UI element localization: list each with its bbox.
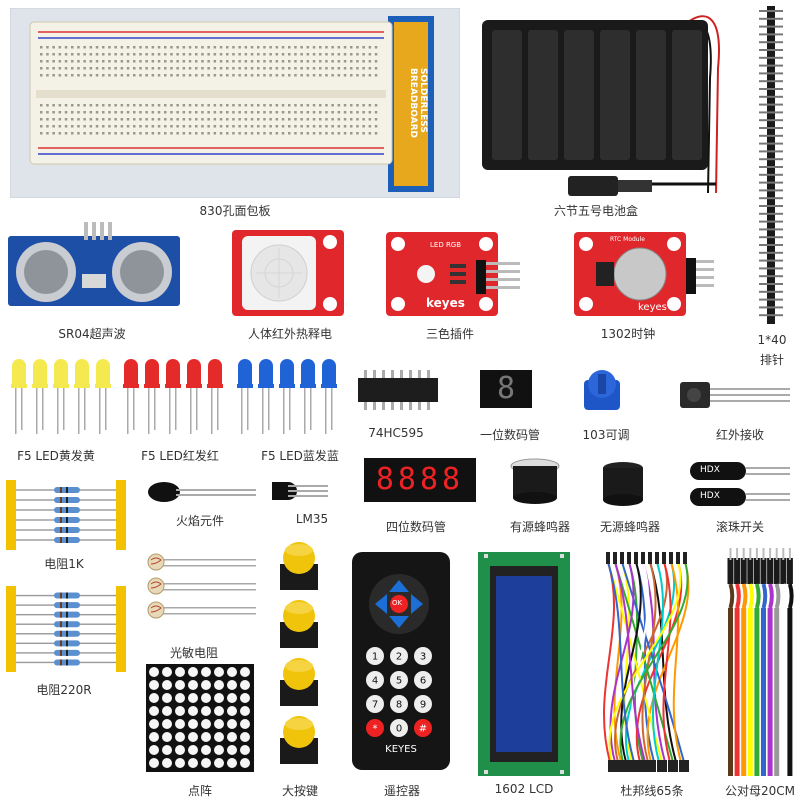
resistors-220r [6,586,126,672]
active-buzzer [508,456,562,508]
label-led-yellow: F5 LED黄发黄 [17,449,95,463]
remote-key-9 [414,695,432,713]
remote-key-label: 3 [420,652,426,663]
ribbon-wires [724,548,796,776]
label-resistor-220r: 电阻220R [36,683,92,697]
rgb-module-print: LED RGB [430,241,462,249]
push-buttons [276,540,322,780]
ir-remote: 1 2 3 4 5 6 7 8 9 * 0 # OK KEYES [352,552,450,770]
dot-matrix [146,664,254,772]
label-remote: 遥控器 [383,784,421,798]
remote-key-label: 1 [372,652,378,663]
label-rgb-module: 三色插件 [425,327,475,341]
rtc-module-brand: keyes [638,302,667,313]
label-ultrasonic: SR04超声波 [58,327,126,341]
passive-buzzer [600,460,646,508]
remote-key-label: # [419,724,427,735]
remote-key-3 [414,647,432,665]
remote-key-label: 0 [396,724,402,735]
label-ir-receiver: 红外接收 [715,428,765,442]
label-led-red: F5 LED红发红 [141,449,219,463]
label-header-name: 排针 [759,353,785,367]
seven-segment-four-digits: 8888 [375,462,465,497]
battery-box [478,8,728,198]
seven-segment-single: 8 [480,370,532,408]
label-shift-register: 74HC595 [368,426,424,440]
remote-key-8 [390,695,408,713]
remote-key-1 [366,647,384,665]
label-ff-wires: 公对母20CM [724,784,796,798]
seven-segment-four: 8888 [364,458,476,502]
pin-header [756,6,786,326]
lm35-sensor [272,480,328,502]
remote-key-6 [414,671,432,689]
breadboard-package: SOLDERLESS BREADBOARD [10,8,460,198]
tilt-mark-2: HDX [700,491,720,501]
tilt-mark-1: HDX [700,465,720,475]
remote-key-label: * [373,724,378,735]
breadboard-package-print: SOLDERLESS BREADBOARD [408,68,428,139]
remote-key-label: 9 [420,700,426,711]
rgb-module-brand: keyes [426,296,465,310]
remote-key-# [414,719,432,737]
label-tilt-switch: 滚珠开关 [715,520,765,534]
resistors-1k [6,480,126,550]
remote-key-label: 5 [396,676,402,687]
label-seg4: 四位数码管 [385,520,447,534]
label-active-buzzer: 有源蜂鸣器 [509,520,571,534]
leds-red [118,356,228,436]
ultrasonic-module [8,222,180,312]
label-photoresistor: 光敏电阻 [169,646,219,660]
label-pir: 人体红外热释电 [247,327,333,341]
leds-blue [232,356,342,436]
photoresistors [146,548,256,628]
label-dot-matrix: 点阵 [187,784,213,798]
remote-key-2 [390,647,408,665]
ir-receiver [680,378,790,412]
leds-yellow [6,356,116,436]
label-lcd: 1602 LCD [494,782,554,796]
remote-ok-label: OK [392,599,403,607]
label-button: 大按键 [281,784,319,798]
remote-key-5 [390,671,408,689]
lcd-1602 [478,552,570,776]
label-breadboard: 830孔面包板 [199,204,271,218]
seven-segment-digit: 8 [496,371,516,406]
remote-key-label: 2 [396,652,402,663]
rtc-module-print: RTC Module [610,236,645,243]
remote-key-* [366,719,384,737]
rtc-module: RTC Module keyes [574,232,714,316]
remote-key-label: 4 [372,676,378,687]
remote-key-label: 8 [396,700,402,711]
label-led-blue: F5 LED蓝发蓝 [261,449,339,463]
potentiometer [578,366,626,414]
label-flame: 火焰元件 [175,514,225,528]
remote-key-7 [366,695,384,713]
remote-brand: KEYES [385,744,417,755]
label-pot: 103可调 [582,428,630,442]
remote-key-label: 6 [420,676,426,687]
shift-register-chip [358,370,438,410]
label-jumpers: 杜邦线65条 [620,784,684,798]
remote-key-0 [390,719,408,737]
remote-key-label: 7 [372,700,378,711]
label-rtc: 1302时钟 [600,327,656,341]
label-battery-box: 六节五号电池盒 [553,204,639,218]
remote-key-4 [366,671,384,689]
label-seg1: 一位数码管 [479,428,541,442]
label-passive-buzzer: 无源蜂鸣器 [599,520,661,534]
tilt-switches: HDX HDX [690,460,790,510]
label-header-count: 1*40 [757,333,787,347]
label-lm35: LM35 [295,512,329,526]
jumper-wires [600,548,700,776]
rgb-led-module: LED RGB keyes [386,232,520,316]
label-resistor-1k: 电阻1K [44,557,84,571]
flame-sensor [146,480,256,504]
pir-module [232,230,344,316]
